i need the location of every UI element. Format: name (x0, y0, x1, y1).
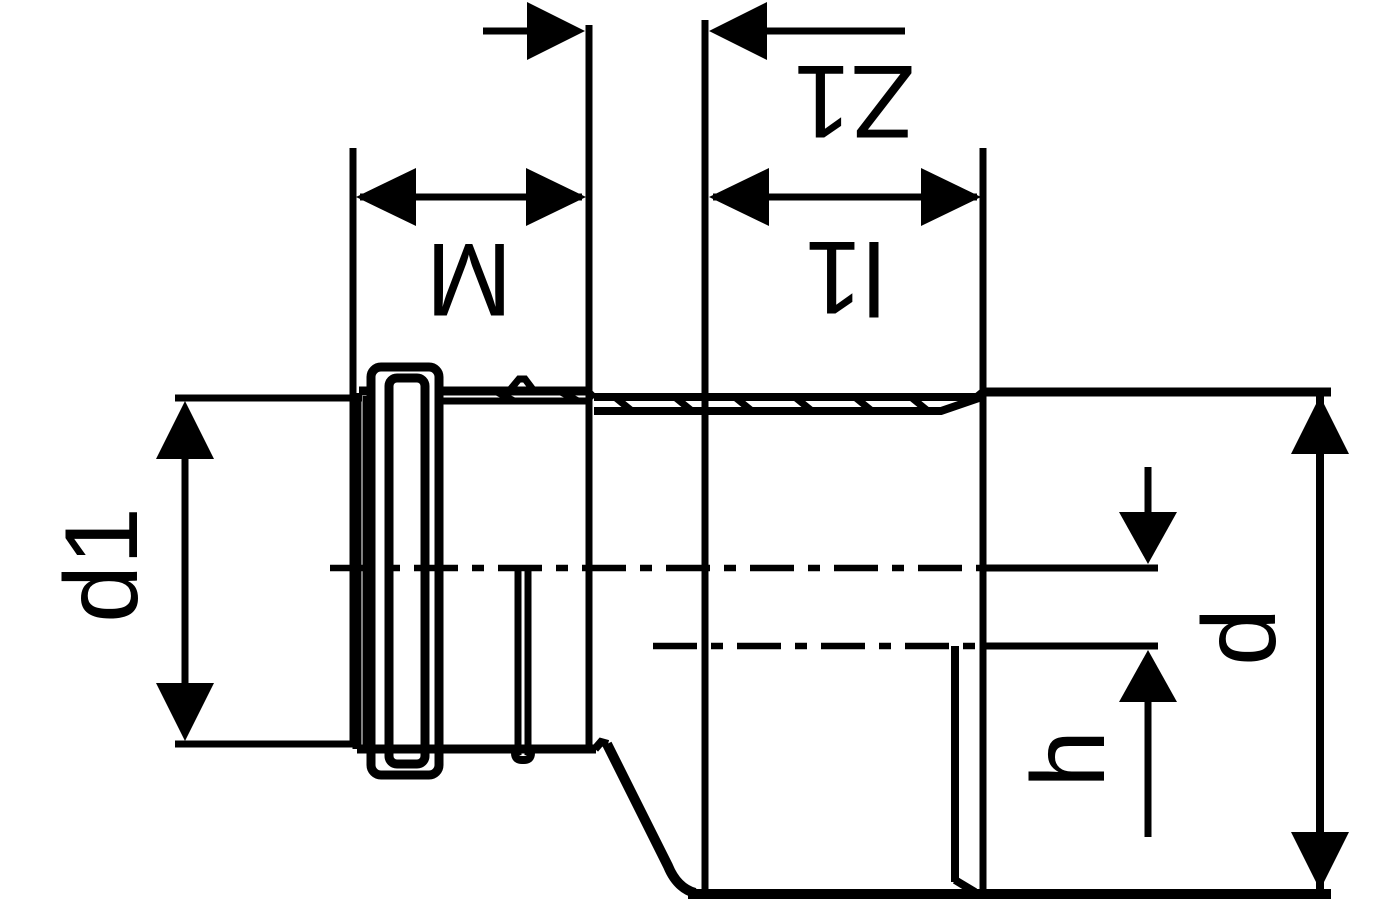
socket-bead-inner (384, 373, 430, 769)
arrowhead-up (156, 401, 214, 459)
label-m: M (426, 221, 513, 337)
cylinder-inner-pipe-foot (952, 876, 978, 896)
dimension-d: d (1182, 396, 1349, 890)
arrowhead-down (156, 683, 214, 741)
dimension-h: h (985, 467, 1177, 837)
dimension-d1: d1 (44, 394, 362, 748)
arrowhead-left (709, 168, 769, 226)
arrowhead-right (527, 2, 585, 60)
label-d: d (1182, 608, 1298, 666)
socket-step-bottom (591, 737, 610, 752)
label-h: h (1011, 730, 1127, 788)
arrowhead-down (1119, 512, 1177, 564)
arrowhead-up (1291, 396, 1349, 454)
dimension-Z1: Z1 (483, 2, 915, 159)
spigot-thread-top-line (594, 388, 986, 401)
arrowhead-left (709, 2, 767, 60)
socket-top-ridge-peak (506, 375, 537, 394)
arrowhead-down (1291, 832, 1349, 890)
arrowhead-right (921, 168, 981, 226)
socket-bead-outer (366, 362, 444, 780)
socket-band-hatch (559, 388, 580, 405)
thread-hatch (673, 395, 695, 414)
label-l1: l1 (805, 219, 886, 335)
dimension-M: M (349, 25, 593, 748)
label-d1: d1 (44, 507, 160, 623)
spigot-thread-hatching (613, 395, 931, 414)
arrowhead-up (1119, 650, 1177, 702)
thread-hatch (613, 395, 635, 414)
thread-hatch (853, 395, 875, 414)
dimension-l1: l1 (709, 168, 981, 335)
eccentric-transition-slant (602, 741, 697, 898)
arrowhead-left (356, 168, 416, 226)
spigot-thread-bottom-line (594, 394, 981, 415)
label-z1: Z1 (793, 43, 914, 159)
socket-bottom-ridge-bump (511, 749, 535, 764)
thread-hatch (733, 395, 755, 414)
fitting-outline (352, 20, 1331, 899)
socket-band-hatch (495, 388, 516, 405)
thread-hatch (793, 395, 815, 414)
thread-hatch (909, 395, 931, 414)
arrowhead-right (526, 168, 586, 226)
